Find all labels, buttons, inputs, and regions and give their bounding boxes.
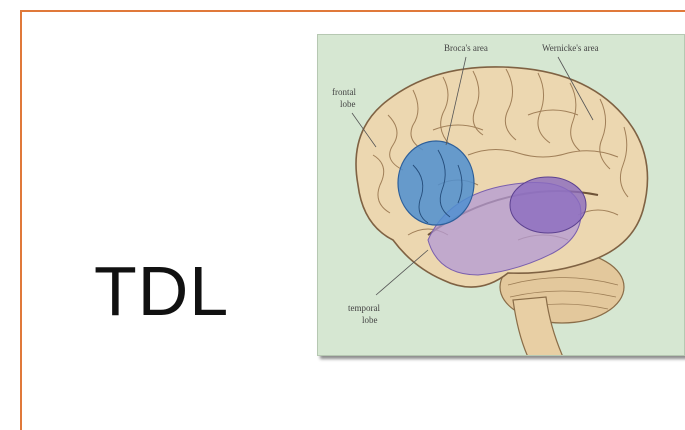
slide-title: TDL [94, 256, 229, 326]
frontal-label: frontal [332, 87, 356, 97]
brain-callouts: Broca's area Wernicke's area frontal lob… [318, 35, 685, 356]
frontal-label-line2: lobe [340, 99, 356, 109]
wernicke-label: Wernicke's area [542, 43, 599, 53]
broca-label: Broca's area [444, 43, 488, 53]
brain-figure: Broca's area Wernicke's area frontal lob… [317, 34, 685, 356]
temporal-label-line2: lobe [362, 315, 378, 325]
temporal-label: temporal [348, 303, 380, 313]
